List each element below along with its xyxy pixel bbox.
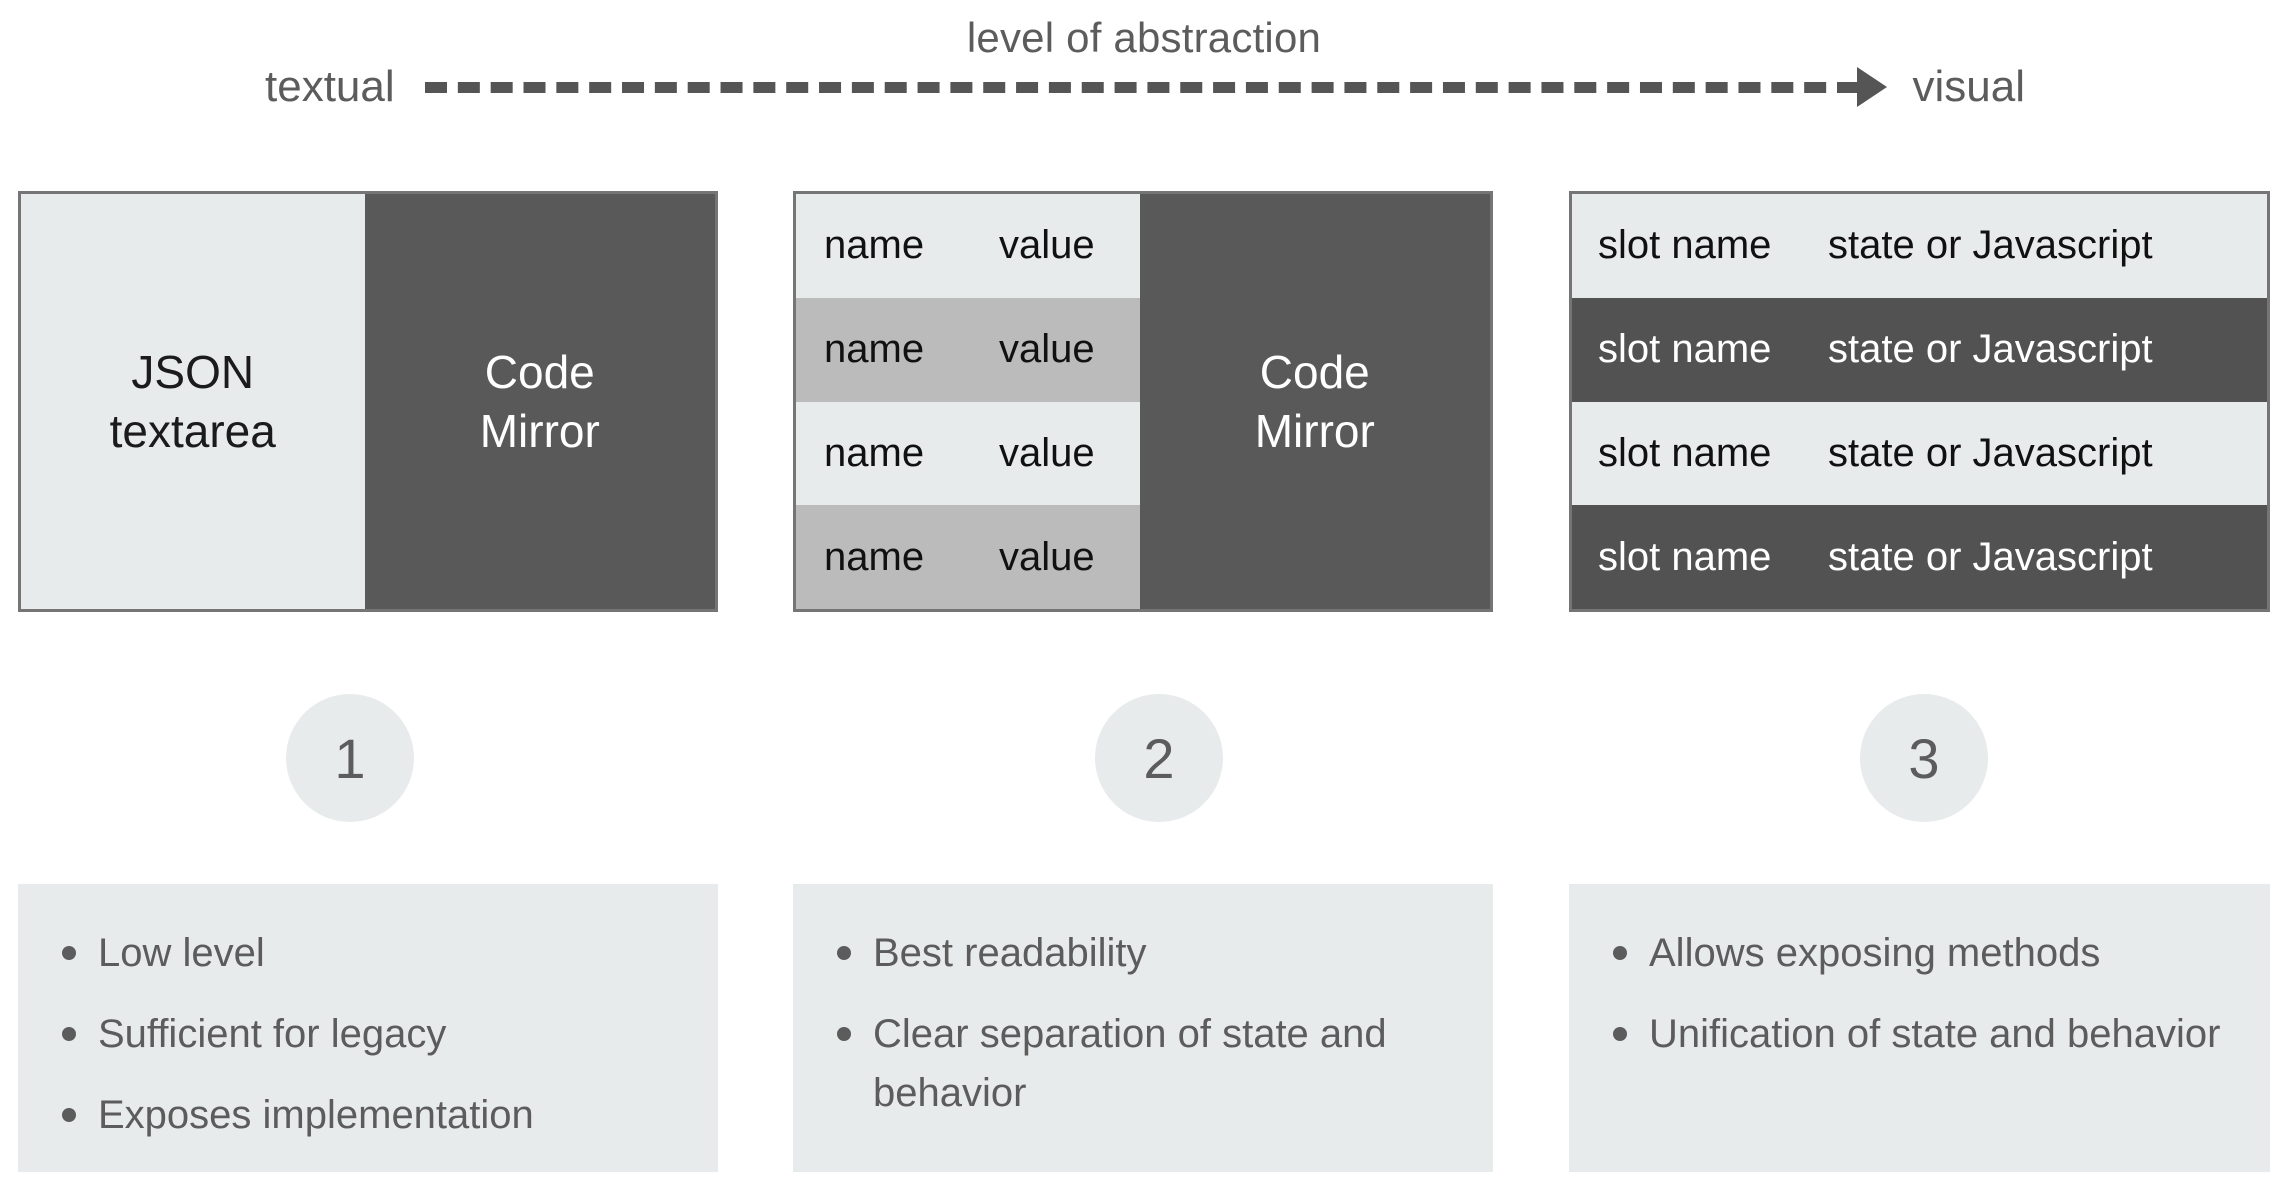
list-item: Best readability xyxy=(837,924,1459,983)
row-value-cell: value xyxy=(999,223,1095,268)
panel-name-value-table: name value name value name value name va… xyxy=(793,191,1493,612)
slot-value-cell: state or Javascript xyxy=(1828,430,2153,475)
json-textarea-region: JSON textarea xyxy=(21,194,365,609)
bullet-box-1: Low level Sufficient for legacy Exposes … xyxy=(18,884,718,1172)
axis-label-textual: textual xyxy=(265,62,395,111)
step-number-badge-2: 2 xyxy=(1095,694,1223,822)
slot-name-cell: slot name xyxy=(1598,327,1772,372)
bullet-dot-icon xyxy=(837,946,851,960)
dashed-line xyxy=(424,81,1859,93)
table-row: slot name state or Javascript xyxy=(1572,401,2267,506)
axis-label-visual: visual xyxy=(1912,62,2026,111)
code-mirror-label: Code Mirror xyxy=(1254,345,1375,457)
slot-value-cell: state or Javascript xyxy=(1828,327,2153,372)
list-item-label: Sufficient for legacy xyxy=(98,1012,447,1057)
axis-caption: level of abstraction xyxy=(966,14,1322,61)
list-item-label: Unification of state and behavior xyxy=(1649,1012,2221,1057)
bullet-box-3: Allows exposing methods Unification of s… xyxy=(1569,884,2270,1172)
list-item-label: Clear separation of state and behavior xyxy=(873,1012,1387,1116)
slot-name-cell: slot name xyxy=(1598,534,1772,579)
list-item: Clear separation of state and behavior xyxy=(837,1005,1459,1123)
table-row: name value xyxy=(796,297,1140,402)
code-mirror-label: Code Mirror xyxy=(479,345,600,457)
row-name-cell: name xyxy=(824,223,925,268)
table-row: name value xyxy=(796,401,1140,506)
row-name-cell: name xyxy=(824,534,925,579)
table-row: slot name state or Javascript xyxy=(1572,194,2267,298)
arrow-head-icon xyxy=(1856,67,1887,107)
list-item: Sufficient for legacy xyxy=(62,1005,684,1064)
row-name-cell: name xyxy=(824,430,925,475)
bullet-dot-icon xyxy=(1613,946,1627,960)
row-value-cell: value xyxy=(999,327,1095,372)
list-item: Allows exposing methods xyxy=(1613,924,2236,983)
bullet-dot-icon xyxy=(1613,1027,1627,1042)
slot-name-cell: slot name xyxy=(1598,223,1772,268)
list-item: Low level xyxy=(62,924,684,983)
list-item-label: Best readability xyxy=(873,931,1147,975)
code-mirror-region: Code Mirror xyxy=(364,194,715,609)
list-item-label: Allows exposing methods xyxy=(1649,931,2101,975)
row-value-cell: value xyxy=(999,534,1095,579)
bullet-dot-icon xyxy=(62,1108,76,1123)
bullet-dot-icon xyxy=(62,1027,76,1042)
bullet-dot-icon xyxy=(837,1027,851,1042)
bullet-box-2: Best readability Clear separation of sta… xyxy=(793,884,1493,1172)
dashed-arrow-right-icon xyxy=(424,67,1887,107)
row-value-cell: value xyxy=(999,430,1095,475)
list-item-label: Exposes implementation xyxy=(98,1093,534,1138)
list-item: Exposes implementation xyxy=(62,1086,684,1145)
step-number-badge-3: 3 xyxy=(1860,694,1988,822)
table-row: name value xyxy=(796,505,1140,609)
list-item: Unification of state and behavior xyxy=(1613,1005,2236,1064)
slot-name-cell: slot name xyxy=(1598,430,1772,475)
table-row: slot name state or Javascript xyxy=(1572,297,2267,402)
slot-table: slot name state or Javascript slot name … xyxy=(1572,194,2267,609)
json-textarea-label: JSON textarea xyxy=(109,345,276,457)
list-item-label: Low level xyxy=(98,931,265,975)
step-number-badge-1: 1 xyxy=(286,694,414,822)
table-row: name value xyxy=(796,194,1140,298)
bullet-dot-icon xyxy=(62,946,76,960)
panel-json-textarea: JSON textarea Code Mirror xyxy=(18,191,718,612)
abstraction-axis: textual visual xyxy=(265,56,2025,118)
slot-value-cell: state or Javascript xyxy=(1828,534,2153,579)
table-row: slot name state or Javascript xyxy=(1572,505,2267,609)
slot-value-cell: state or Javascript xyxy=(1828,223,2153,268)
panel-slot-table: slot name state or Javascript slot name … xyxy=(1569,191,2270,612)
row-name-cell: name xyxy=(824,327,925,372)
code-mirror-region: Code Mirror xyxy=(1139,194,1490,609)
name-value-table: name value name value name value name va… xyxy=(796,194,1140,609)
